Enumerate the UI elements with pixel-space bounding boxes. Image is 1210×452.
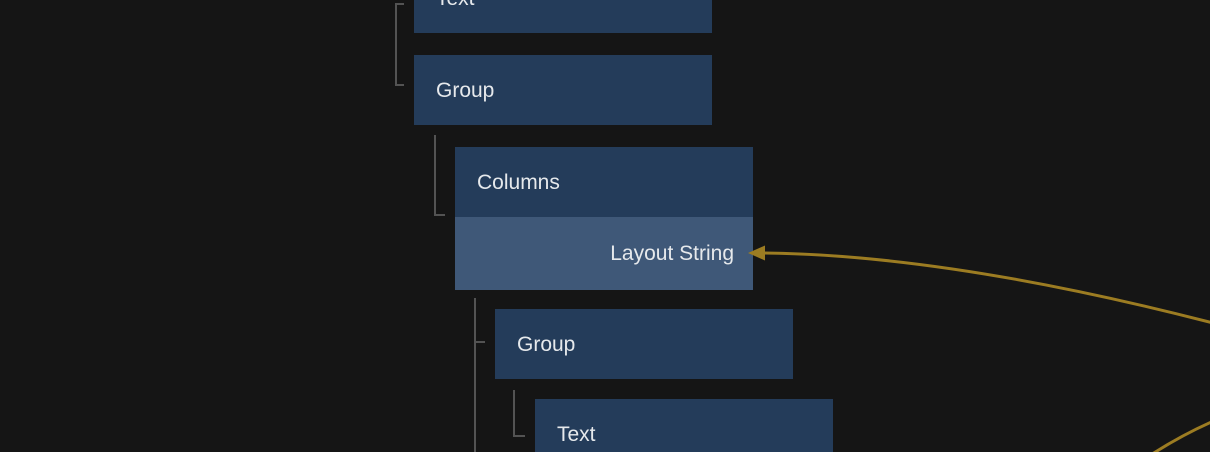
port-label: Layout String xyxy=(610,242,734,265)
node-label: Text xyxy=(436,0,475,9)
node-group-2[interactable]: Group xyxy=(495,309,793,379)
tree-connector-3 xyxy=(474,298,485,452)
wire-into-layout-string[interactable] xyxy=(763,251,1210,324)
node-columns[interactable]: Columns Layout String xyxy=(455,147,753,290)
port-layout-string[interactable]: Layout String xyxy=(455,217,753,290)
node-label: Columns xyxy=(477,170,560,194)
tree-connector-2 xyxy=(434,135,445,216)
tree-connector-1 xyxy=(395,3,404,86)
node-label: Group xyxy=(517,332,576,356)
node-text-top[interactable]: Text xyxy=(414,0,712,33)
node-text-bottom[interactable]: Text xyxy=(535,399,833,452)
node-label: Group xyxy=(436,78,495,102)
node-group-1[interactable]: Group xyxy=(414,55,712,125)
wire-bottom-right[interactable] xyxy=(1146,420,1210,452)
tree-connector-4 xyxy=(513,390,525,437)
node-columns-title[interactable]: Columns xyxy=(455,147,753,217)
node-label: Text xyxy=(557,422,596,446)
